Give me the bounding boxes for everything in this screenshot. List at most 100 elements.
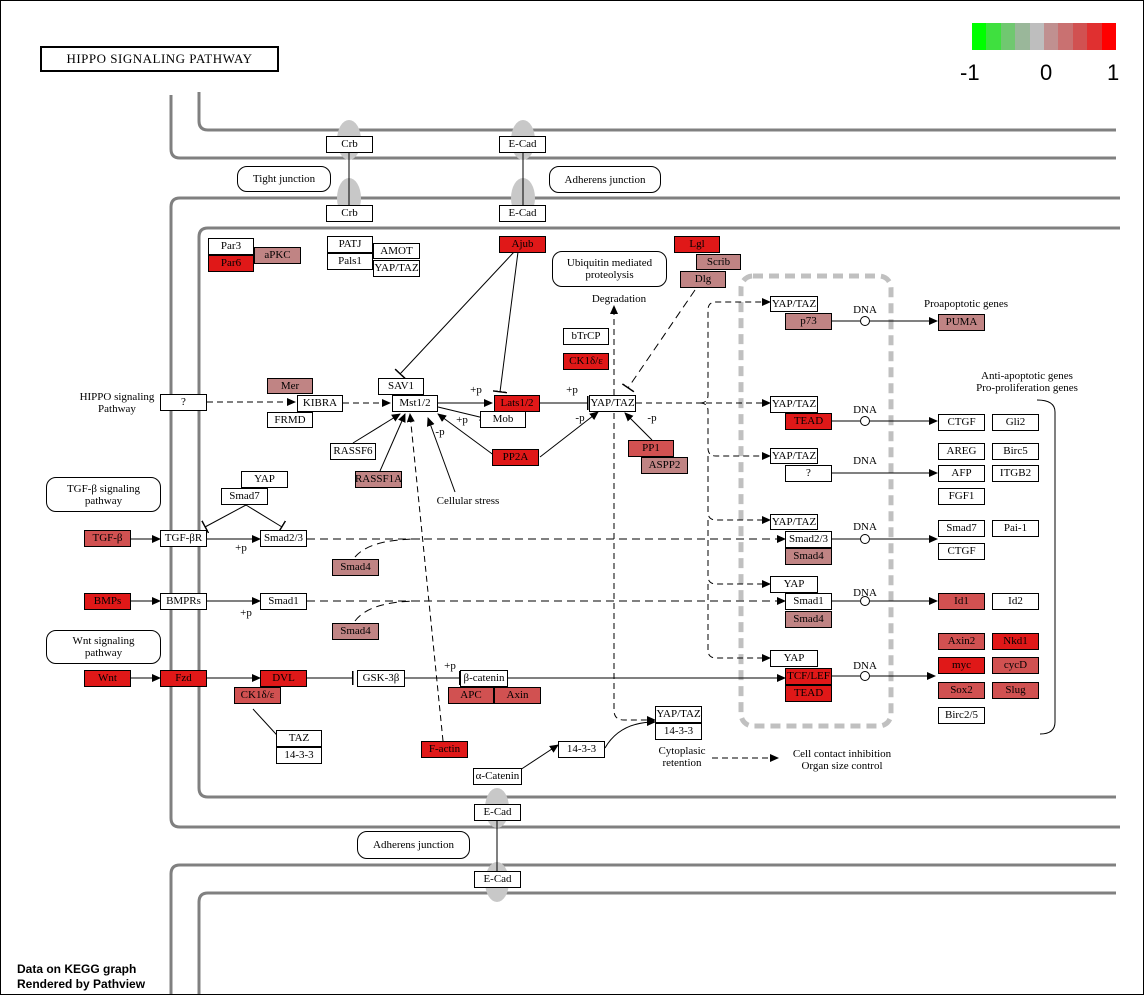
gene-node-btrcp[interactable]: bTrCP bbox=[563, 328, 609, 345]
gene-node-axin[interactable]: Axin bbox=[494, 687, 541, 704]
gene-node-amot[interactable]: AMOT bbox=[373, 243, 420, 259]
gene-node-sav1[interactable]: SAV1 bbox=[378, 378, 424, 395]
gene-node-tead2[interactable]: TEAD bbox=[785, 685, 832, 702]
gene-node-ecad1[interactable]: E-Cad bbox=[499, 136, 546, 153]
gene-node-afp[interactable]: AFP bbox=[938, 465, 985, 482]
gene-node-id2[interactable]: Id2 bbox=[992, 593, 1039, 610]
gene-node-n_yt1[interactable]: YAP/TAZ bbox=[770, 296, 818, 312]
gene-node-n_smad4a[interactable]: Smad4 bbox=[785, 548, 832, 565]
gene-node-birc25[interactable]: Birc2/5 bbox=[938, 707, 985, 724]
gene-node-bcat[interactable]: β-catenin bbox=[460, 670, 508, 687]
dna-circles bbox=[860, 316, 870, 681]
pathway-link-adherens2[interactable]: Adherens junction bbox=[357, 831, 470, 859]
gene-node-pals1[interactable]: Pals1 bbox=[327, 253, 373, 270]
gene-node-tgfbr[interactable]: TGF-βR bbox=[160, 530, 207, 547]
gene-node-axin2[interactable]: Axin2 bbox=[938, 633, 985, 650]
gene-node-scrib[interactable]: Scrib bbox=[696, 254, 741, 270]
gene-node-p1433a[interactable]: 14-3-3 bbox=[276, 747, 322, 764]
gene-node-ck1a[interactable]: CK1δ/ε bbox=[563, 353, 609, 370]
gene-node-smad4b[interactable]: Smad4 bbox=[332, 623, 379, 640]
gene-node-bmps[interactable]: BMPs bbox=[84, 593, 131, 610]
gene-node-smad7b[interactable]: Smad7 bbox=[938, 520, 985, 537]
gene-node-fzd[interactable]: Fzd bbox=[160, 670, 207, 687]
gene-node-smad23a[interactable]: Smad2/3 bbox=[260, 530, 307, 547]
gene-node-n_smad1[interactable]: Smad1 bbox=[785, 593, 832, 610]
gene-node-gli2[interactable]: Gli2 bbox=[992, 414, 1039, 431]
gene-node-frmd[interactable]: FRMD bbox=[267, 412, 313, 428]
gene-node-ecad3[interactable]: E-Cad bbox=[474, 804, 521, 821]
gene-node-lats[interactable]: Lats1/2 bbox=[494, 395, 540, 412]
gene-node-crb2[interactable]: Crb bbox=[326, 205, 373, 222]
gene-node-n_smad4b[interactable]: Smad4 bbox=[785, 611, 832, 628]
gene-node-par6[interactable]: Par6 bbox=[208, 255, 254, 272]
gene-node-pai1[interactable]: Pai-1 bbox=[992, 520, 1039, 537]
gene-node-rassf6[interactable]: RASSF6 bbox=[330, 443, 376, 460]
gene-node-slug[interactable]: Slug bbox=[992, 682, 1039, 699]
gene-node-lgl[interactable]: Lgl bbox=[674, 236, 720, 253]
gene-node-n_yt4[interactable]: YAP/TAZ bbox=[770, 514, 818, 530]
gene-node-dlg[interactable]: Dlg bbox=[680, 271, 726, 288]
gene-node-tcflef[interactable]: TCF/LEF bbox=[785, 668, 832, 685]
gene-node-id1[interactable]: Id1 bbox=[938, 593, 985, 610]
gene-node-crb1[interactable]: Crb bbox=[326, 136, 373, 153]
gene-node-yaptaz1[interactable]: YAP/TAZ bbox=[589, 395, 636, 412]
gene-node-rassf1a[interactable]: RASSF1A bbox=[355, 471, 402, 488]
gene-node-mst[interactable]: Mst1/2 bbox=[392, 395, 438, 412]
gene-node-smad7a[interactable]: Smad7 bbox=[221, 488, 268, 505]
gene-node-smad1a[interactable]: Smad1 bbox=[260, 593, 307, 610]
gene-node-tead1[interactable]: TEAD bbox=[785, 413, 832, 430]
gene-node-n_smad23[interactable]: Smad2/3 bbox=[785, 531, 832, 548]
gene-node-ecad4[interactable]: E-Cad bbox=[474, 871, 521, 888]
gene-node-mer[interactable]: Mer bbox=[267, 378, 313, 394]
pathway-link-adherens1[interactable]: Adherens junction bbox=[549, 166, 661, 193]
pathway-link-tgfpath[interactable]: TGF-β signaling pathway bbox=[46, 477, 161, 512]
pathway-link-tight[interactable]: Tight junction bbox=[237, 166, 331, 192]
gene-node-factin[interactable]: F-actin bbox=[421, 741, 468, 758]
gene-node-tgfb[interactable]: TGF-β bbox=[84, 530, 131, 547]
gene-node-pp1[interactable]: PP1 bbox=[628, 440, 674, 457]
gene-node-mob[interactable]: Mob bbox=[480, 411, 526, 428]
gene-node-aspp2[interactable]: ASPP2 bbox=[641, 457, 688, 474]
gene-node-n_yap2[interactable]: YAP bbox=[770, 576, 818, 593]
gene-node-fgf1[interactable]: FGF1 bbox=[938, 488, 985, 505]
gene-node-bmprs[interactable]: BMPRs bbox=[160, 593, 207, 610]
gene-node-p1433b[interactable]: 14-3-3 bbox=[558, 741, 605, 758]
gene-node-n_yap3[interactable]: YAP bbox=[770, 650, 818, 667]
gene-node-ctgf2[interactable]: CTGF bbox=[938, 543, 985, 560]
gene-node-q1[interactable]: ? bbox=[160, 394, 207, 411]
gene-node-ctgf1[interactable]: CTGF bbox=[938, 414, 985, 431]
gene-node-birc5[interactable]: Birc5 bbox=[992, 443, 1039, 460]
gene-node-q2[interactable]: ? bbox=[785, 465, 832, 482]
gene-node-cycd[interactable]: cycD bbox=[992, 657, 1039, 674]
gene-node-apc[interactable]: APC bbox=[448, 687, 494, 704]
gene-node-nkd1[interactable]: Nkd1 bbox=[992, 633, 1039, 650]
gene-node-taz[interactable]: TAZ bbox=[276, 730, 322, 747]
gene-node-patj[interactable]: PATJ bbox=[327, 236, 373, 253]
gene-node-ck1b[interactable]: CK1δ/ε bbox=[234, 687, 281, 704]
gene-node-myc[interactable]: myc bbox=[938, 657, 985, 674]
gene-node-p1433c[interactable]: 14-3-3 bbox=[655, 723, 702, 740]
gene-node-kibra[interactable]: KIBRA bbox=[297, 395, 343, 412]
gene-node-p73[interactable]: p73 bbox=[785, 313, 832, 330]
gene-node-pp2a[interactable]: PP2A bbox=[492, 449, 539, 466]
gene-node-dvl[interactable]: DVL bbox=[260, 670, 307, 687]
gene-node-n_yt3[interactable]: YAP/TAZ bbox=[770, 448, 818, 464]
gene-node-areg[interactable]: AREG bbox=[938, 443, 985, 460]
gene-node-par3[interactable]: Par3 bbox=[208, 238, 254, 255]
gene-node-yaptaz2[interactable]: YAP/TAZ bbox=[655, 706, 702, 723]
gene-node-ajub[interactable]: Ajub bbox=[499, 236, 546, 253]
gene-node-acat[interactable]: α-Catenin bbox=[473, 768, 522, 785]
gene-node-gsk3b[interactable]: GSK-3β bbox=[357, 670, 405, 687]
gene-node-yaptaz0[interactable]: YAP/TAZ bbox=[373, 260, 420, 277]
gene-node-puma[interactable]: PUMA bbox=[938, 314, 985, 331]
gene-node-yap1[interactable]: YAP bbox=[241, 471, 288, 488]
gene-node-ecad2[interactable]: E-Cad bbox=[499, 205, 546, 222]
gene-node-n_yt2[interactable]: YAP/TAZ bbox=[770, 396, 818, 413]
gene-node-sox2[interactable]: Sox2 bbox=[938, 682, 985, 699]
pathway-link-ubiq[interactable]: Ubiquitin mediated proteolysis bbox=[552, 251, 667, 287]
gene-node-apkc[interactable]: aPKC bbox=[254, 247, 301, 264]
gene-node-itgb2[interactable]: ITGB2 bbox=[992, 465, 1039, 482]
gene-node-wnt[interactable]: Wnt bbox=[84, 670, 131, 687]
pathway-link-wntpath[interactable]: Wnt signaling pathway bbox=[46, 630, 161, 664]
gene-node-smad4a[interactable]: Smad4 bbox=[332, 559, 379, 576]
